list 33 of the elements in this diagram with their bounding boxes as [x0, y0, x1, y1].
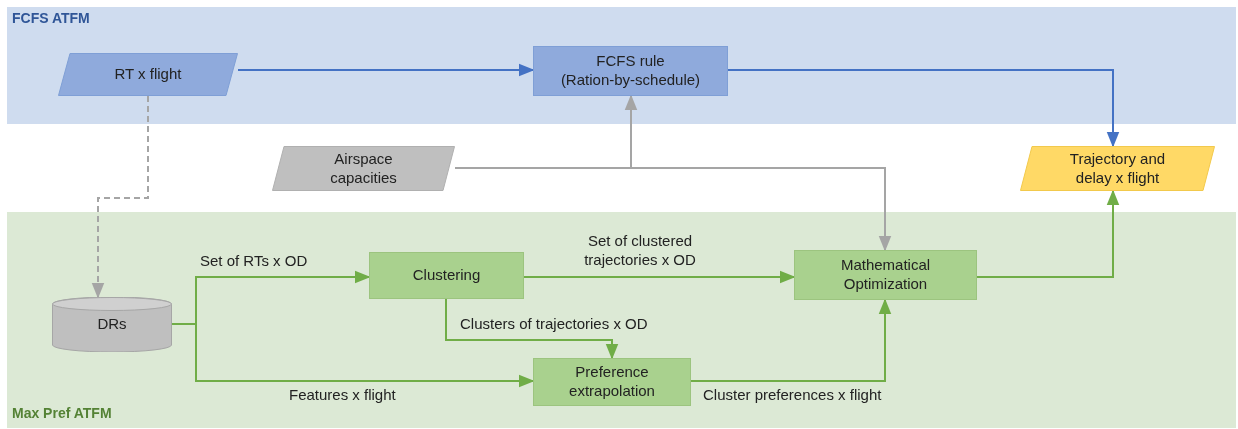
arrow [237, 63, 535, 77]
node-label: RT x flight [114, 65, 182, 84]
arrow [690, 298, 892, 382]
data-parallelogram [58, 53, 238, 96]
process-box [794, 250, 977, 300]
node-label: Mathematical Optimization [839, 256, 932, 294]
swimlane-band [7, 7, 1236, 124]
edge-label: Clusters of trajectories x OD [460, 315, 648, 334]
process-box [533, 358, 691, 406]
arrow [445, 298, 619, 360]
arrow [91, 95, 149, 299]
section-title: Max Pref ATFM [12, 405, 112, 421]
edge-label: Set of clustered trajectories x OD [583, 232, 697, 270]
node-label: Airspace capacities [329, 149, 398, 188]
database-cylinder [52, 297, 172, 352]
arrow [727, 69, 1120, 148]
node-label: FCFS rule [596, 52, 665, 71]
edge-label: Features x flight [289, 386, 396, 405]
process-box [369, 252, 524, 299]
process-box [533, 46, 728, 96]
node-label: Trajectory and delay x flight [1068, 149, 1167, 188]
arrow [523, 270, 796, 284]
edge-label: Cluster preferences x flight [703, 386, 882, 405]
edge-label: Set of RTs x OD [200, 252, 308, 271]
data-parallelogram [272, 146, 455, 191]
swimlane-band [7, 212, 1236, 428]
arrow [976, 189, 1120, 278]
node-label: DRs [97, 315, 127, 334]
node-label: Clustering [412, 266, 481, 285]
data-parallelogram [1020, 146, 1215, 191]
node-label: Preference extrapolation [568, 363, 656, 401]
section-title: FCFS ATFM [12, 10, 90, 26]
node-label: (Ration-by-schedule) [560, 71, 701, 90]
